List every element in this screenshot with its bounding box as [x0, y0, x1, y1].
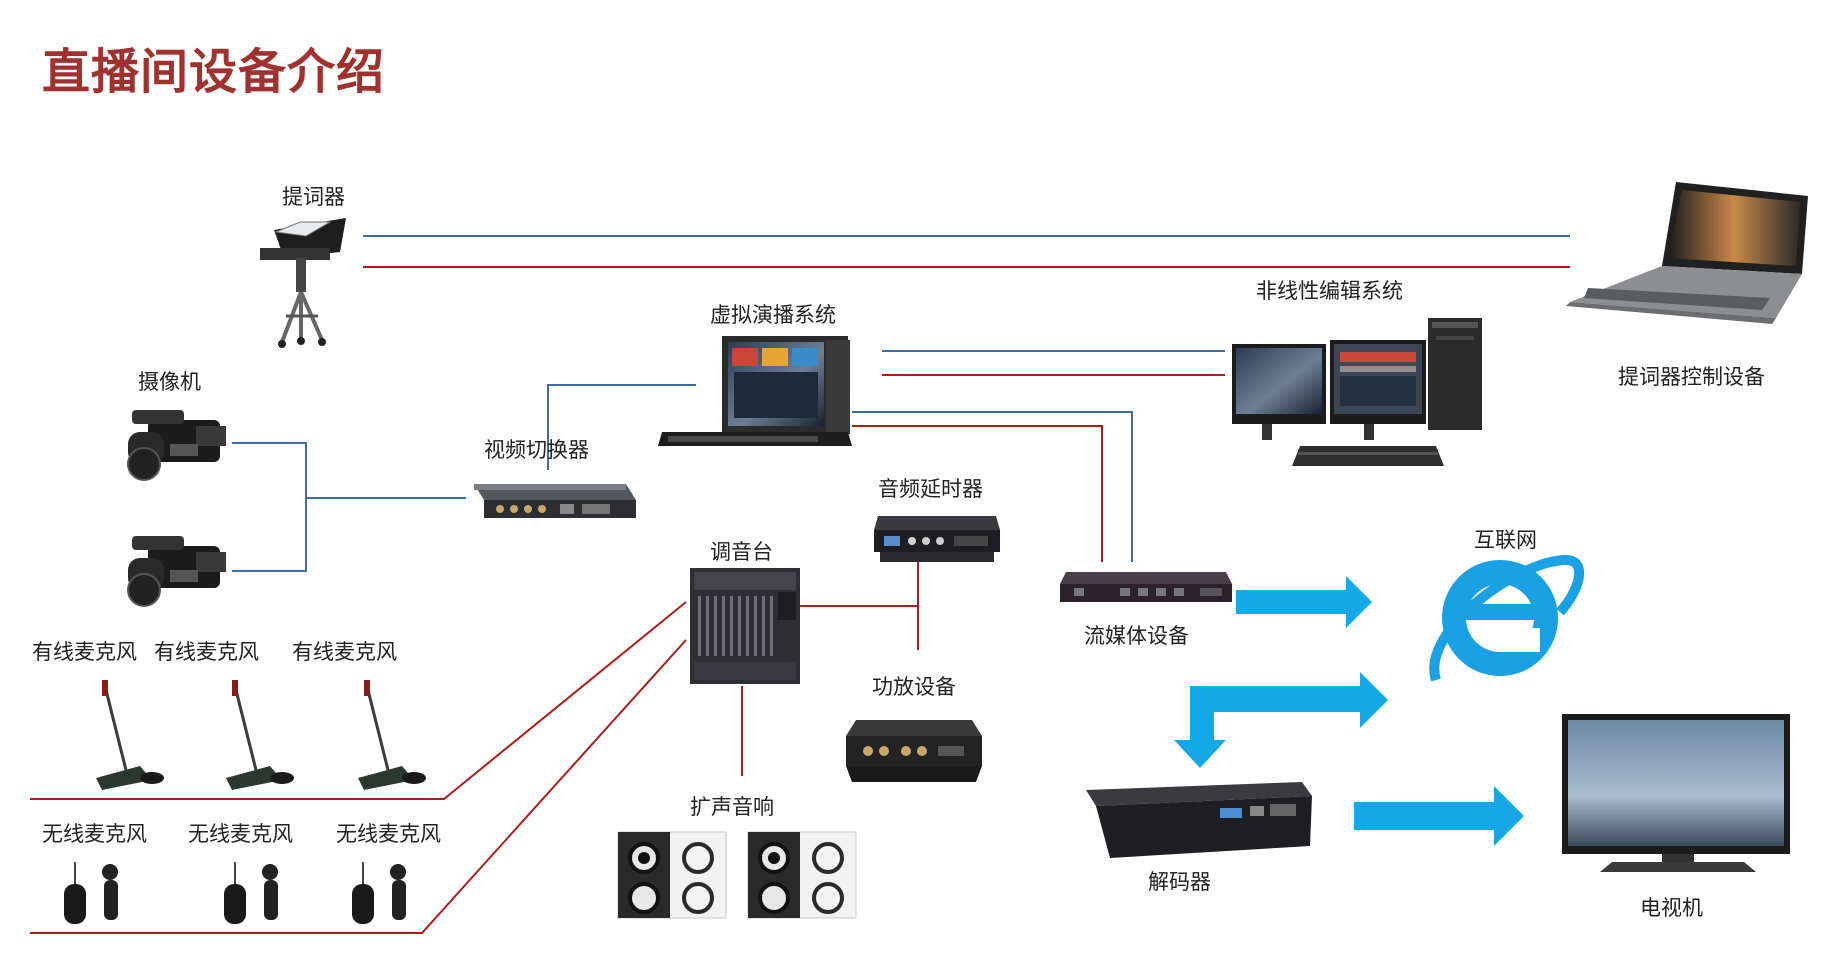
label-audio-delay: 音频延时器 [878, 477, 983, 501]
camera2-line [232, 498, 307, 572]
label-teleprompter: 提词器 [282, 185, 345, 209]
page-title: 直播间设备介绍 [42, 44, 386, 100]
gooseneck-mic-icon [226, 680, 294, 790]
speaker-icon [617, 831, 727, 919]
decoder-icon [1086, 782, 1312, 858]
wireless-mic-line [30, 639, 687, 934]
laptop-icon [1566, 182, 1808, 324]
label-video-switcher: 视频切换器 [484, 438, 589, 462]
flow-arrows [1174, 576, 1524, 846]
gooseneck-mic-icon [358, 680, 426, 790]
studio-stream-line-red [852, 425, 1103, 562]
wireless-mic-icon [352, 862, 406, 924]
label-wired-mic-2: 有线麦克风 [154, 640, 259, 664]
label-wireless-mic-1: 无线麦克风 [42, 822, 147, 846]
streaming-box-icon [1060, 572, 1232, 602]
connection-lines [30, 235, 1570, 934]
label-amplifier: 功放设备 [872, 675, 956, 699]
label-tv: 电视机 [1640, 896, 1703, 920]
camcorder-icon [127, 536, 226, 607]
portable-studio-icon [658, 336, 852, 446]
stream-to-internet-arrow [1236, 576, 1372, 628]
rack-switcher-icon [474, 484, 636, 518]
camera1-line [232, 442, 466, 499]
gooseneck-mic-icon [96, 680, 164, 790]
label-decoder: 解码器 [1148, 870, 1211, 894]
label-wireless-mic-3: 无线麦克风 [336, 822, 441, 846]
label-virtual-studio: 虚拟演播系统 [710, 303, 836, 327]
ie-logo-icon [1429, 554, 1585, 682]
wireless-mic-icon [64, 862, 118, 924]
label-mixer: 调音台 [710, 540, 773, 564]
studio-stream-line-blue [852, 411, 1133, 562]
speaker-icon [747, 831, 857, 919]
workstation-icon [1232, 318, 1482, 466]
rack-delay-icon [874, 516, 1000, 562]
label-wireless-mic-2: 无线麦克风 [188, 822, 293, 846]
label-camera: 摄像机 [138, 370, 201, 394]
camcorder-icon [127, 410, 226, 481]
switcher-studio-line [547, 384, 696, 470]
wired-mic-line [30, 601, 687, 800]
label-streaming-device: 流媒体设备 [1084, 624, 1189, 648]
label-teleprompter-control: 提词器控制设备 [1618, 365, 1765, 389]
amplifier-icon [846, 720, 982, 782]
label-internet: 互联网 [1474, 528, 1537, 552]
mixer-delay-line [798, 562, 919, 607]
mixing-console-icon [690, 568, 800, 684]
label-loudspeaker: 扩声音响 [690, 795, 774, 819]
internet-to-decoder-arrow [1174, 672, 1388, 768]
label-wired-mic-3: 有线麦克风 [292, 640, 397, 664]
label-nle-system: 非线性编辑系统 [1256, 279, 1403, 303]
label-wired-mic-1: 有线麦克风 [32, 640, 137, 664]
teleprompter-icon [260, 218, 346, 348]
decoder-to-tv-arrow [1354, 786, 1524, 846]
wireless-mic-icon [224, 862, 278, 924]
television-icon [1562, 714, 1790, 872]
